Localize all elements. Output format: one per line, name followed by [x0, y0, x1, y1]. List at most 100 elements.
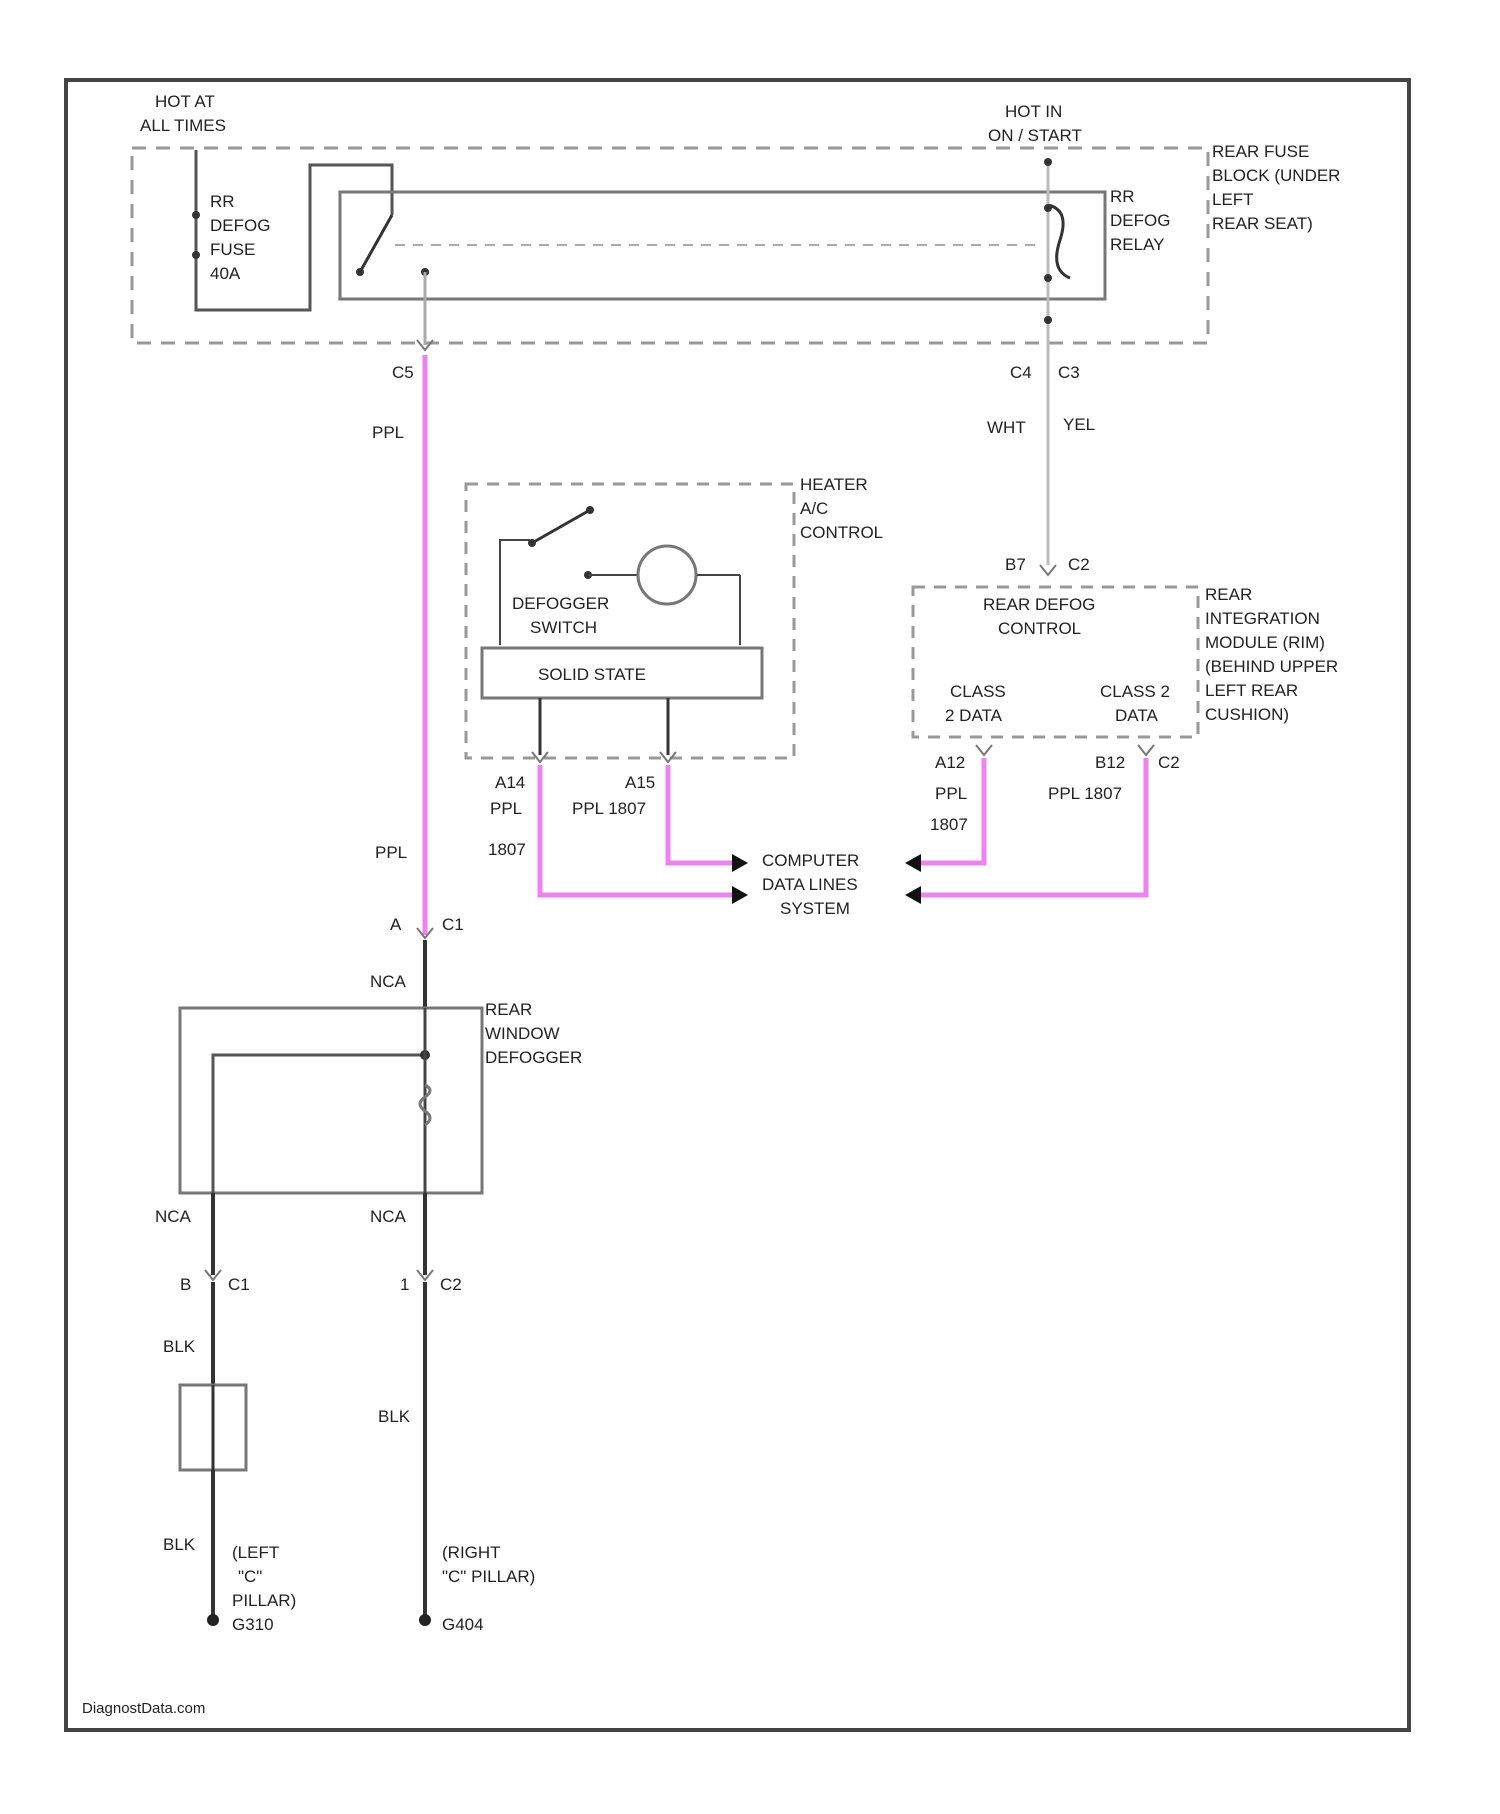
ground-right-label: G404	[442, 1615, 484, 1634]
coil-terminal-2	[1044, 204, 1052, 212]
right-pillar-label: (RIGHT "C" PILLAR)	[442, 1543, 535, 1586]
coil-terminal-3	[1044, 274, 1052, 282]
rear-defog-control-label: REAR DEFOG CONTROL	[983, 595, 1095, 638]
wire-ppl-a12-label: PPL	[935, 784, 967, 803]
ppl-wire-a15	[668, 765, 735, 863]
svg-text:SWITCH: SWITCH	[530, 618, 597, 637]
svg-text:40A: 40A	[210, 264, 241, 283]
svg-text:REAR FUSE: REAR FUSE	[1212, 142, 1309, 161]
hot-always-label: HOT AT ALL TIMES	[140, 92, 226, 135]
wire-ppl-1807-a15-label: PPL 1807	[572, 799, 646, 818]
fuse-label: RR DEFOG FUSE 40A	[210, 192, 270, 283]
pin-a15-label: A15	[625, 773, 655, 792]
defogger-switch-contact	[586, 506, 594, 514]
svg-text:LEFT REAR: LEFT REAR	[1205, 681, 1298, 700]
svg-text:CUSHION): CUSHION)	[1205, 705, 1289, 724]
svg-text:LEFT: LEFT	[1212, 190, 1254, 209]
arrow-a14	[732, 886, 748, 904]
svg-text:REAR DEFOG: REAR DEFOG	[983, 595, 1095, 614]
svg-text:REAR SEAT): REAR SEAT)	[1212, 214, 1313, 233]
svg-text:SYSTEM: SYSTEM	[780, 899, 850, 918]
indicator-lamp-icon	[638, 546, 696, 604]
rear-window-defogger-box	[180, 1008, 482, 1193]
connector-c5-label: C5	[392, 363, 414, 382]
pin-a12-label: A12	[935, 753, 965, 772]
svg-text:ON / START: ON / START	[988, 126, 1082, 145]
ground-right-icon	[419, 1614, 431, 1626]
svg-text:FUSE: FUSE	[210, 240, 255, 259]
svg-text:BLOCK (UNDER: BLOCK (UNDER	[1212, 166, 1340, 185]
ground-left-label: G310	[232, 1615, 274, 1634]
svg-text:(LEFT: (LEFT	[232, 1543, 279, 1562]
computer-data-lines-label: COMPUTER DATA LINES SYSTEM	[762, 851, 859, 918]
connector-c1-bottom-label: C1	[228, 1275, 250, 1294]
pin-a-label: A	[390, 915, 402, 934]
arrow-a15	[732, 854, 748, 872]
connector-c2-right-label: C2	[1158, 753, 1180, 772]
svg-text:DEFOG: DEFOG	[210, 216, 270, 235]
wire-ppl-mid-label: PPL	[375, 843, 407, 862]
svg-text:WINDOW: WINDOW	[485, 1024, 560, 1043]
wire-nca-left-label: NCA	[155, 1207, 192, 1226]
svg-text:PILLAR): PILLAR)	[232, 1591, 296, 1610]
svg-text:REAR: REAR	[1205, 585, 1252, 604]
pin-b7-label: B7	[1005, 555, 1026, 574]
rear-fuse-block-label: REAR FUSE BLOCK (UNDER LEFT REAR SEAT)	[1212, 142, 1340, 233]
svg-text:HOT AT: HOT AT	[155, 92, 215, 111]
wire-blk-3-label: BLK	[163, 1535, 196, 1554]
class2-data-left-label: CLASS 2 DATA	[945, 682, 1006, 725]
hot-start-label: HOT IN ON / START	[988, 102, 1082, 145]
svg-text:HEATER: HEATER	[800, 475, 868, 494]
svg-text:"C" PILLAR): "C" PILLAR)	[442, 1567, 535, 1586]
wire-ppl-top-label: PPL	[372, 423, 404, 442]
wire-ppl-1807-b12-label: PPL 1807	[1048, 784, 1122, 803]
wire-nca-right-label: NCA	[370, 1207, 407, 1226]
svg-text:COMPUTER: COMPUTER	[762, 851, 859, 870]
svg-text:INTEGRATION: INTEGRATION	[1205, 609, 1320, 628]
svg-text:REAR: REAR	[485, 1000, 532, 1019]
relay-coil	[1048, 205, 1070, 278]
svg-text:DEFOGGER: DEFOGGER	[512, 594, 609, 613]
wire-wht-label: WHT	[987, 418, 1026, 437]
wire-1807-a12-label: 1807	[930, 815, 968, 834]
connector-b12	[1138, 745, 1154, 755]
defogger-switch-label: DEFOGGER SWITCH	[512, 594, 609, 637]
heater-ac-control-box	[466, 484, 794, 758]
rim-label: REAR INTEGRATION MODULE (RIM) (BEHIND UP…	[1205, 585, 1338, 724]
svg-text:RR: RR	[210, 192, 235, 211]
rear-window-defogger-label: REAR WINDOW DEFOGGER	[485, 1000, 582, 1067]
watermark: DiagnostData.com	[82, 1700, 205, 1717]
connector-b7	[1040, 565, 1056, 575]
svg-text:(RIGHT: (RIGHT	[442, 1543, 501, 1562]
class2-data-right-label: CLASS 2 DATA	[1100, 682, 1170, 725]
coil-terminal-1	[1044, 158, 1052, 166]
svg-text:DEFOG: DEFOG	[1110, 211, 1170, 230]
defogger-grid-wire	[213, 1055, 425, 1193]
svg-text:A/C: A/C	[800, 499, 828, 518]
left-pillar-label: (LEFT "C" PILLAR)	[232, 1543, 296, 1610]
svg-text:MODULE (RIM): MODULE (RIM)	[1205, 633, 1325, 652]
svg-text:2 DATA: 2 DATA	[945, 706, 1003, 725]
connector-c4-label: C4	[1010, 363, 1032, 382]
ground-left-icon	[207, 1614, 219, 1626]
relay-label: RR DEFOG RELAY	[1110, 187, 1170, 254]
fuse-terminal-top	[192, 211, 200, 219]
arrow-b12	[905, 886, 921, 904]
svg-text:CONTROL: CONTROL	[998, 619, 1081, 638]
svg-text:HOT IN: HOT IN	[1005, 102, 1062, 121]
relay-switch-pivot	[356, 268, 364, 276]
svg-text:"C": "C"	[238, 1567, 262, 1586]
svg-text:CLASS: CLASS	[950, 682, 1006, 701]
wire-ppl-a14-label: PPL	[490, 799, 522, 818]
pin-b-label: B	[180, 1275, 191, 1294]
svg-text:RR: RR	[1110, 187, 1135, 206]
switch-wire-left	[500, 540, 530, 645]
svg-text:DATA: DATA	[1115, 706, 1158, 725]
svg-text:(BEHIND UPPER: (BEHIND UPPER	[1205, 657, 1338, 676]
connector-a12	[976, 745, 992, 755]
relay-switch-arm	[360, 215, 392, 272]
fuse-terminal-bottom	[192, 251, 200, 259]
wire-blk-1-label: BLK	[163, 1337, 196, 1356]
defogger-switch-pivot	[528, 539, 536, 547]
svg-text:CONTROL: CONTROL	[800, 523, 883, 542]
